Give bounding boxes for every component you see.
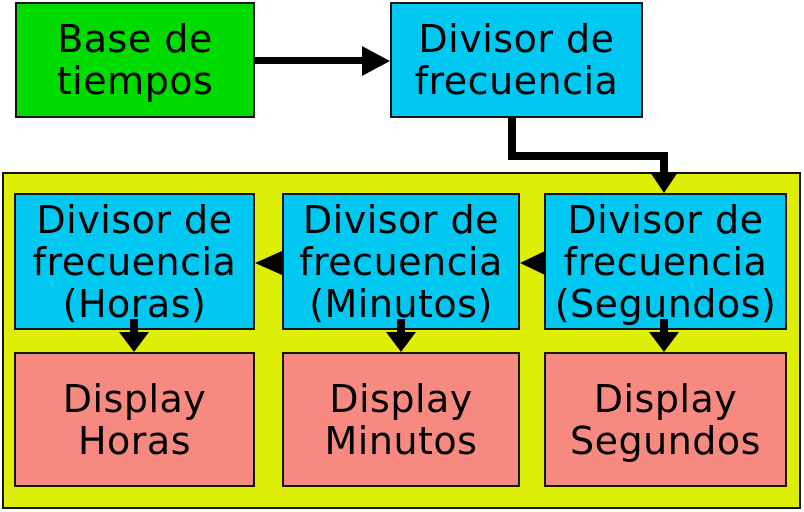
- arrow-left-icon: [520, 251, 545, 275]
- arrow-right-icon: [362, 46, 390, 76]
- node-display-minutos: Display Minutos: [282, 352, 520, 487]
- node-divisor-minutos: Divisor de frecuencia (Minutos): [282, 193, 520, 330]
- arrow-shaft: [660, 152, 668, 176]
- arrow-down-icon: [649, 332, 679, 352]
- node-display-segundos: Display Segundos: [544, 352, 787, 487]
- node-display-horas: Display Horas: [14, 352, 255, 487]
- arrow-down-icon: [386, 332, 416, 352]
- arrow-shaft: [130, 319, 138, 334]
- arrow-down-icon: [119, 332, 149, 352]
- arrow-shaft: [255, 57, 365, 64]
- arrow-down-icon: [650, 172, 678, 193]
- node-divisor-segundos: Divisor de frecuencia (Segundos): [544, 193, 787, 330]
- node-base-de-tiempos: Base de tiempos: [15, 2, 255, 118]
- arrow-shaft: [508, 118, 516, 156]
- arrow-shaft: [660, 319, 668, 334]
- arrow-shaft: [508, 152, 668, 160]
- node-divisor-de-frecuencia: Divisor de frecuencia: [390, 2, 643, 118]
- arrow-shaft: [397, 319, 405, 334]
- arrow-left-icon: [255, 251, 282, 275]
- node-divisor-horas: Divisor de frecuencia (Horas): [14, 193, 255, 330]
